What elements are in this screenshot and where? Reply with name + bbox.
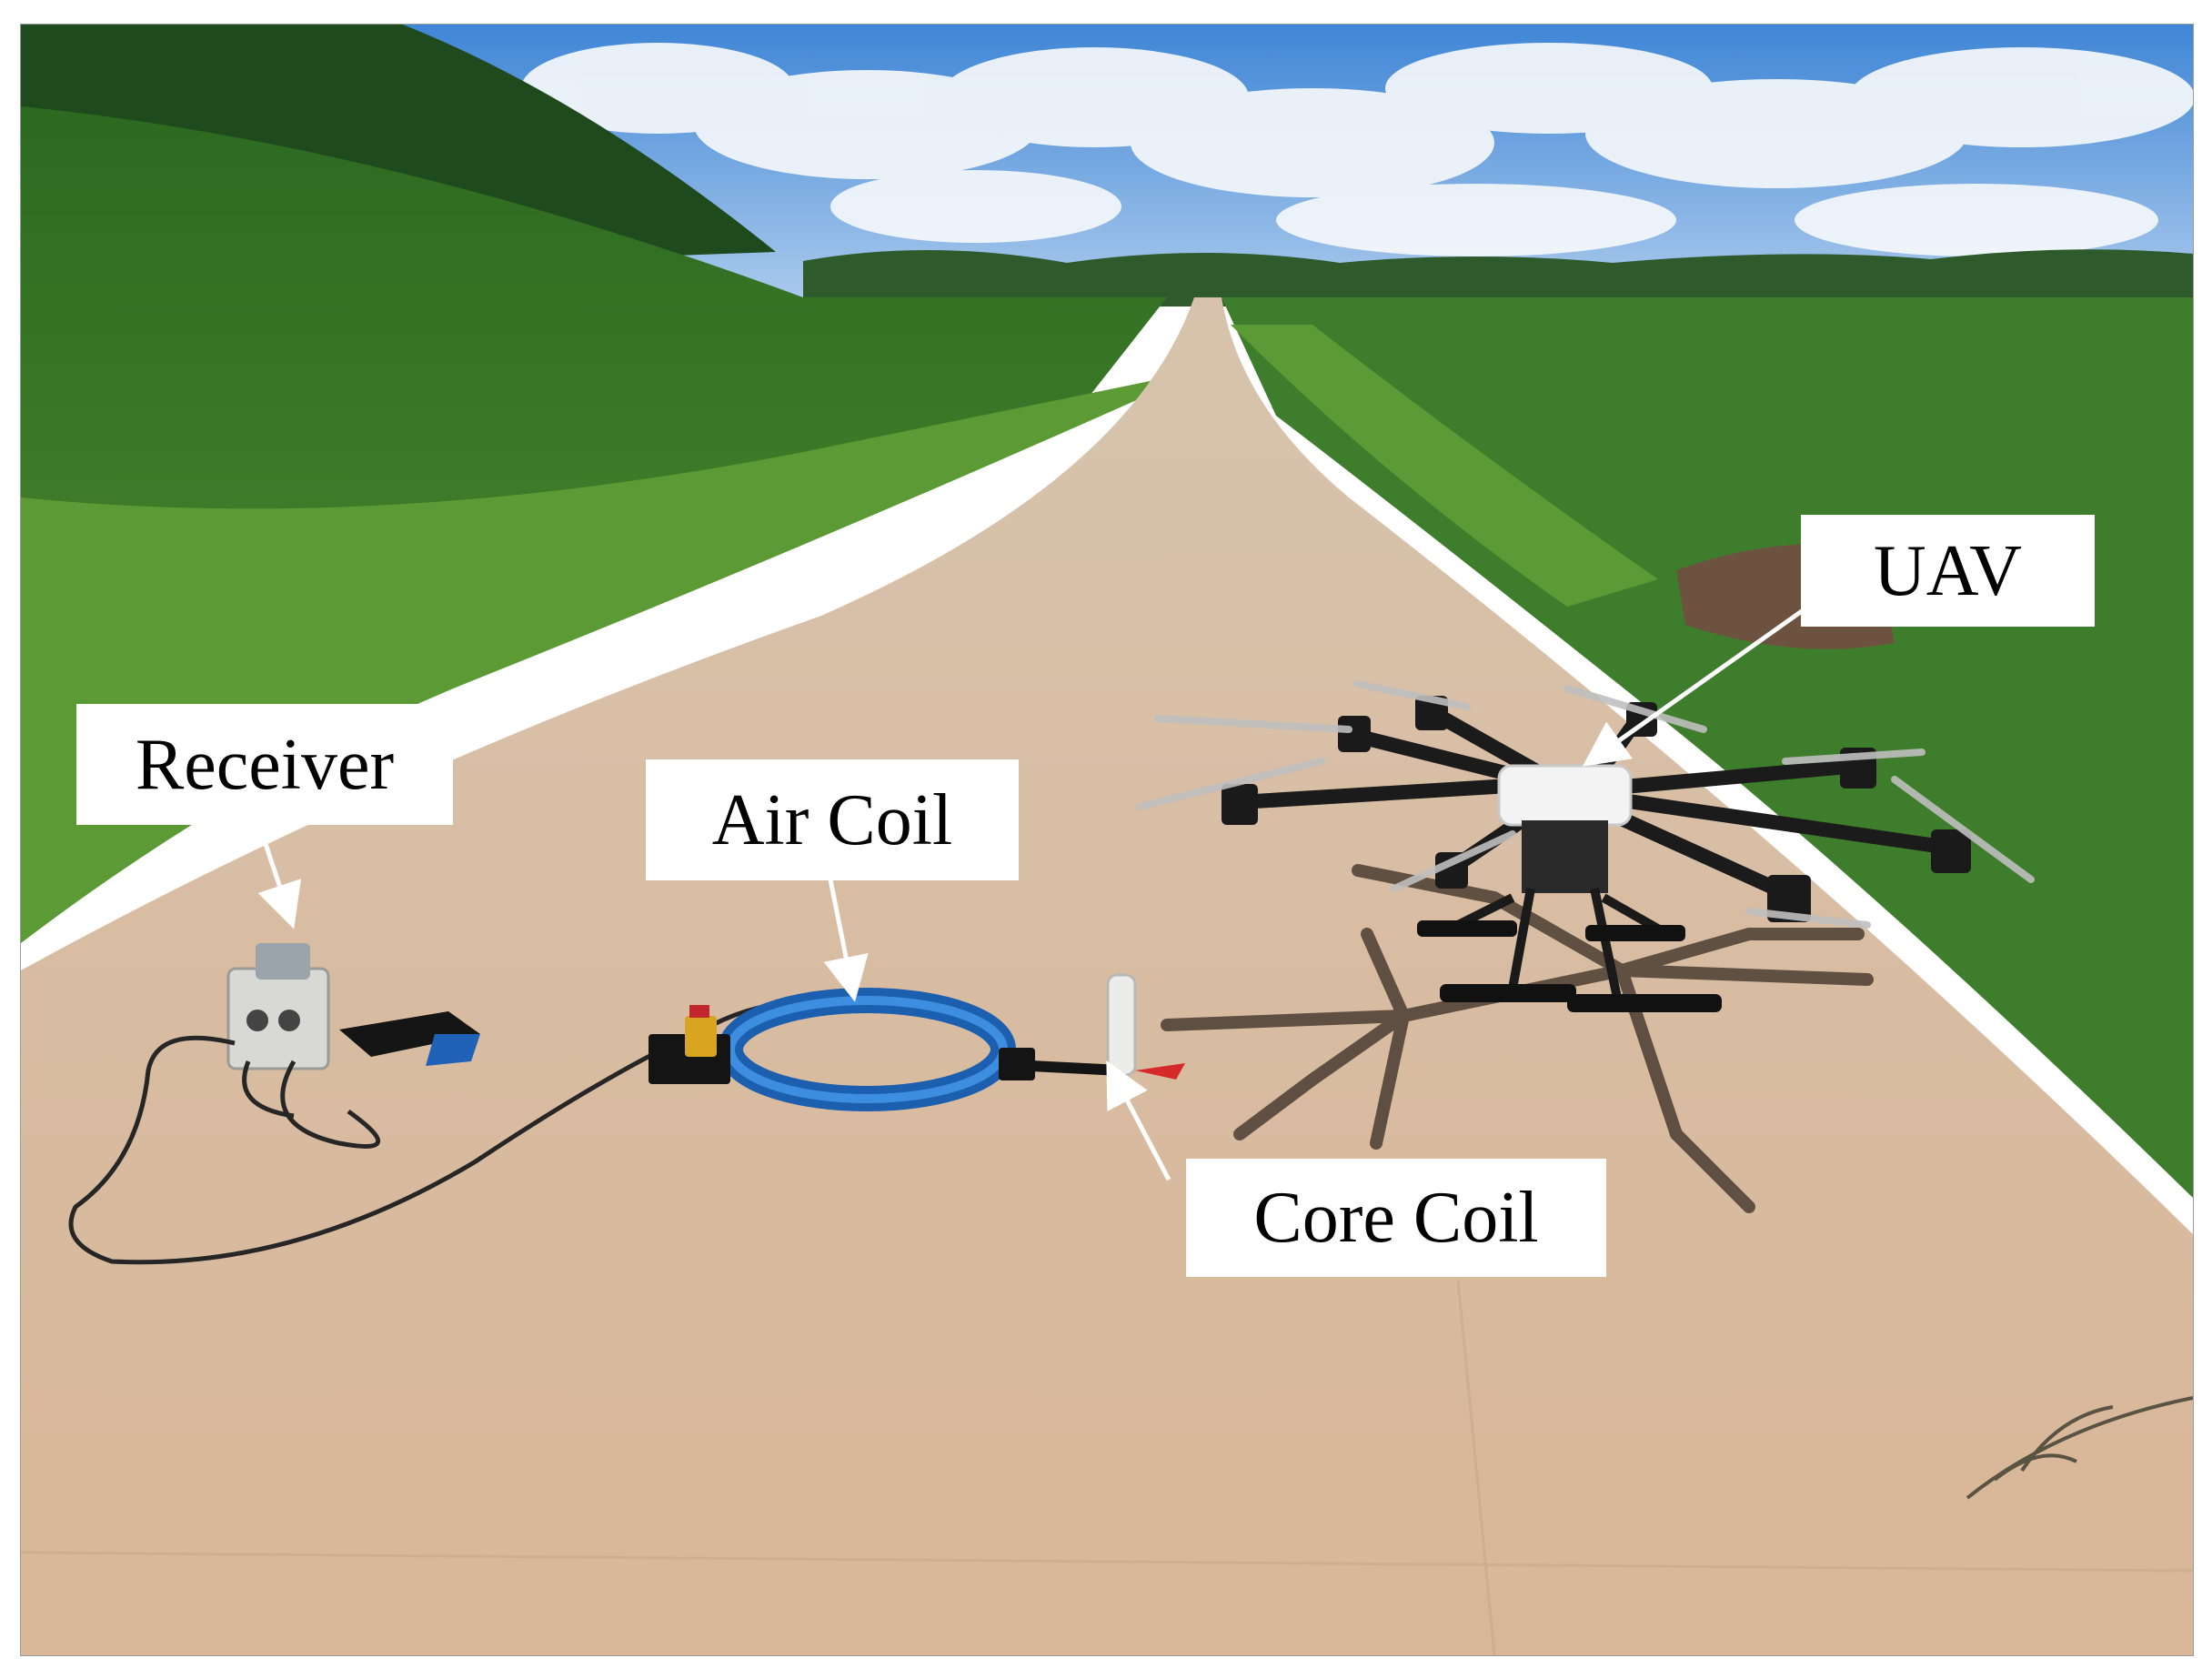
weeds [1966, 1396, 2193, 1500]
road-seams [21, 1279, 2193, 1655]
receiver-label: Receiver [76, 704, 453, 825]
tablet [339, 1011, 480, 1066]
field-photo-figure: UAV Receiver Air Coil Core Coil [20, 24, 2194, 1656]
right-grass-edge [1231, 325, 1658, 607]
core-coil-label: Core Coil [1186, 1159, 1606, 1277]
air-coil-label: Air Coil [646, 759, 1019, 880]
road [21, 297, 2193, 1655]
field-photo [21, 25, 2193, 1655]
uav-label: UAV [1801, 515, 2095, 627]
distant-trees [803, 249, 2193, 306]
left-cornfield [21, 106, 1167, 534]
clouds [521, 43, 2193, 256]
receiver-device [226, 943, 330, 1070]
left-grass [21, 370, 1203, 943]
